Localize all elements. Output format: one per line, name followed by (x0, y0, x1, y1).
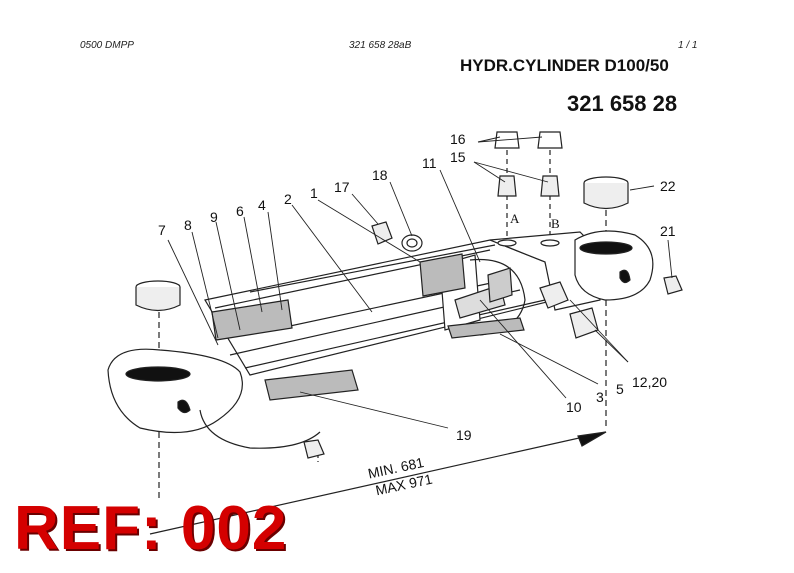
front-grease-hole (177, 399, 191, 414)
callout-9: 9 (210, 209, 218, 225)
adapter-b (540, 175, 560, 197)
callout-5: 5 (616, 381, 624, 397)
callout-16: 16 (450, 131, 466, 147)
side-fitting-1 (539, 281, 569, 309)
side-fitting-2 (569, 307, 599, 339)
seal-kit-upper-left (211, 299, 293, 341)
callout-4: 4 (258, 197, 266, 213)
grease-nipple-front (303, 439, 325, 459)
rear-grease-hole (619, 269, 631, 284)
barrel-line-3 (244, 299, 546, 369)
rod-upper (249, 244, 496, 293)
port-b-hole (540, 239, 560, 247)
front-eye (107, 348, 243, 434)
port-label-b: B (551, 216, 560, 231)
rear-eye (574, 230, 654, 301)
drawing-code-center: 321 658 28aB (349, 40, 412, 51)
callout-1: 1 (310, 185, 318, 201)
callout-18: 18 (372, 167, 388, 183)
seal-kit-lower-left (264, 369, 359, 401)
drawing-code-left: 0500 DMPP (80, 40, 134, 51)
drawing-title: HYDR.CYLINDER D100/50 (460, 56, 669, 75)
port-a-hole (497, 239, 517, 247)
guide-ring (487, 267, 513, 303)
rear-eye-bore (579, 241, 633, 255)
callout-21: 21 (660, 223, 676, 239)
callout-12-20: 12,20 (632, 374, 667, 390)
front-eye-shadow (199, 409, 321, 449)
page-indicator: 1 / 1 (678, 40, 698, 51)
leader-lines (167, 136, 673, 429)
callout-10: 10 (566, 399, 582, 415)
adapter-a (497, 175, 517, 197)
bushing-left (135, 287, 181, 312)
callout-6: 6 (236, 203, 244, 219)
callout-3: 3 (596, 389, 604, 405)
callout-17: 17 (334, 179, 350, 195)
callout-2: 2 (284, 191, 292, 207)
callout-15: 15 (450, 149, 466, 165)
callout-19: 19 (456, 427, 472, 443)
part-number: 321 658 28 (567, 91, 678, 116)
grease-nipple-top (371, 221, 393, 245)
port-label-a: A (510, 211, 520, 226)
seal-kit-upper-right (419, 253, 466, 297)
callout-22: 22 (660, 178, 676, 194)
dimension-arrow (577, 431, 607, 447)
grease-nipple-rear (663, 275, 683, 295)
callout-8: 8 (184, 217, 192, 233)
callout-7: 7 (158, 222, 166, 238)
front-eye-bore (125, 366, 191, 382)
cap-b (537, 131, 563, 149)
seal-kit-lower-right (447, 317, 525, 339)
dimension-line (149, 431, 607, 535)
washer-inner (406, 238, 418, 248)
reference-stamp: REF: 002 (14, 494, 288, 563)
head-block (489, 231, 601, 311)
callout-11: 11 (422, 155, 437, 171)
bushing-right (583, 183, 629, 210)
